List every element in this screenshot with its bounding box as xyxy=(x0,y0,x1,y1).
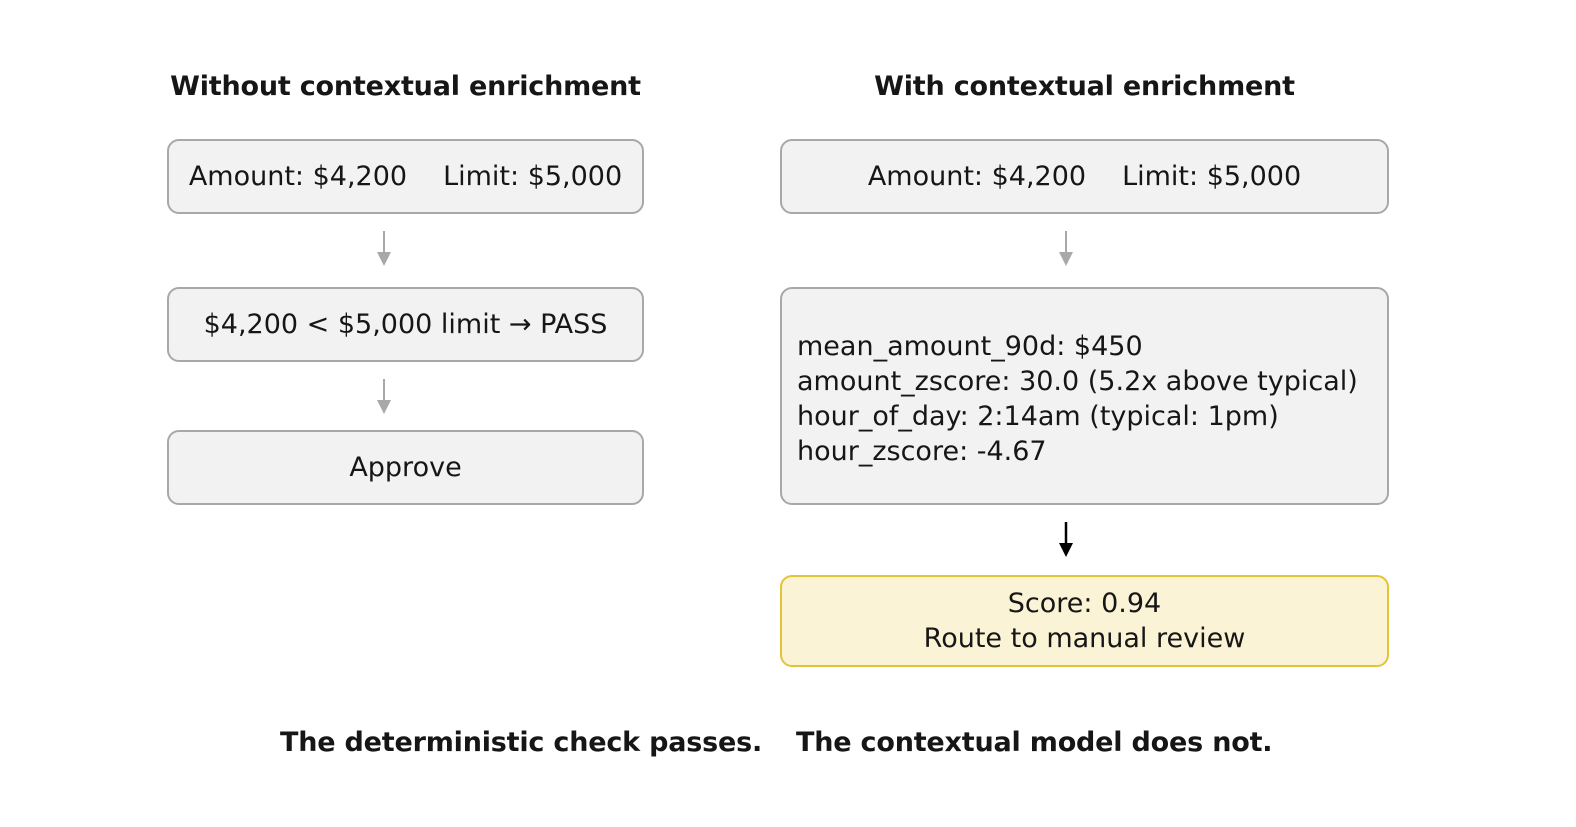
score-label: Score: 0.94 xyxy=(1007,588,1162,619)
footer-left-caption: The deterministic check passes. xyxy=(280,727,763,758)
feature-amount-zscore: amount_zscore: 30.0 (5.2x above typical) xyxy=(797,366,1358,397)
left-limit-check-box: $4,200 < $5,000 limit → PASS xyxy=(167,287,644,362)
left-arrow-2 xyxy=(377,379,391,414)
approve-label: Approve xyxy=(349,452,462,483)
right-amount-label: Amount: $4,200 xyxy=(867,161,1087,192)
right-column-heading: With contextual enrichment xyxy=(874,71,1295,102)
footer-right-caption: The contextual model does not. xyxy=(796,727,1273,758)
feature-hour-zscore: hour_zscore: -4.67 xyxy=(797,436,1047,467)
left-arrow-1 xyxy=(377,231,391,266)
left-limit-label: Limit: $5,000 xyxy=(443,161,623,192)
route-label: Route to manual review xyxy=(923,623,1246,654)
left-amount-label: Amount: $4,200 xyxy=(188,161,408,192)
feature-mean-amount: mean_amount_90d: $450 xyxy=(797,331,1143,362)
enrichment-features-box: mean_amount_90d: $450 amount_zscore: 30.… xyxy=(780,287,1389,505)
right-arrow-1 xyxy=(1059,231,1073,266)
left-result-box: Approve xyxy=(167,430,644,505)
left-input-box: Amount: $4,200 Limit: $5,000 xyxy=(167,139,644,214)
left-column-heading: Without contextual enrichment xyxy=(170,71,641,102)
feature-hour-of-day: hour_of_day: 2:14am (typical: 1pm) xyxy=(797,401,1279,432)
right-limit-label: Limit: $5,000 xyxy=(1122,161,1302,192)
right-input-box: Amount: $4,200 Limit: $5,000 xyxy=(780,139,1389,214)
limit-check-label: $4,200 < $5,000 limit → PASS xyxy=(203,309,608,340)
manual-review-box: Score: 0.94 Route to manual review xyxy=(780,575,1389,667)
right-arrow-2 xyxy=(1059,522,1073,557)
